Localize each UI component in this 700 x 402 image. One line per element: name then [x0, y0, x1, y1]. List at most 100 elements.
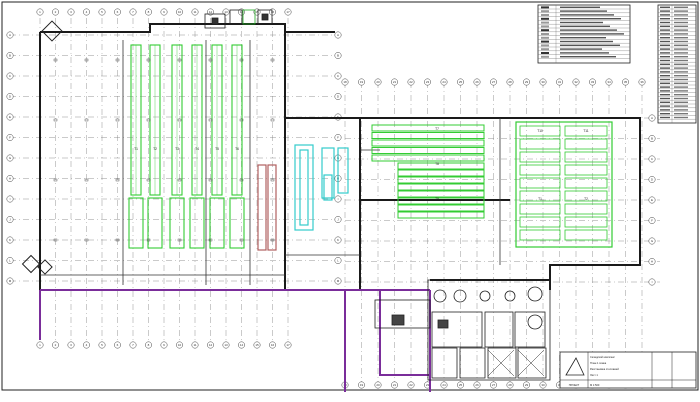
table-cell-fill	[560, 48, 602, 50]
table-cell-fill	[674, 33, 688, 35]
table-cell-fill	[660, 44, 670, 46]
grid-bubble-label: 27	[492, 383, 496, 387]
table-cell-fill	[660, 40, 670, 43]
table-cell-fill	[660, 90, 670, 92]
grid-bubble	[358, 78, 365, 86]
grid-bubble	[253, 8, 261, 16]
grid-bubble	[334, 216, 342, 223]
table-cell-fill	[560, 14, 614, 16]
grid-bubble	[334, 195, 342, 203]
rack-row	[397, 204, 485, 212]
office-block	[374, 279, 551, 381]
table-cell-fill	[674, 113, 688, 115]
grid-bubble-label: M	[9, 279, 12, 283]
rack-row	[371, 132, 485, 139]
grid-bubble	[145, 341, 152, 349]
column-marker	[84, 118, 89, 122]
brown-racks	[257, 164, 277, 251]
table-cell-fill	[674, 101, 688, 103]
column-marker	[53, 178, 58, 182]
grid-bubble-label: 24	[442, 80, 446, 84]
grid-bubble-label: 3	[70, 10, 72, 14]
grid-bubble-label: 15	[255, 10, 259, 14]
table-cell-fill	[674, 18, 688, 20]
sheet-frame	[1, 1, 699, 391]
rack-cell	[519, 190, 561, 202]
grid-bubble-label: 20	[376, 80, 380, 84]
grid-bubble	[622, 78, 629, 86]
utility-line	[39, 289, 431, 392]
column-marker	[270, 178, 275, 182]
grid-bubble-label: 1	[39, 10, 41, 14]
grid-bubble-label: 11	[193, 343, 196, 347]
table-cell-fill	[660, 33, 670, 35]
grid-bubble-label: C	[651, 157, 654, 161]
table-cell-fill	[660, 116, 670, 119]
grid-bubble-label: 12	[209, 10, 213, 14]
grid-bubble-label: 29	[525, 80, 529, 84]
grid-bubble-label: C	[337, 74, 340, 78]
grid-bubble-label: K	[337, 238, 339, 242]
grid-bubble-label: 18	[343, 80, 347, 84]
grid-bubble-label: I	[10, 197, 11, 201]
grid-bubble-label: 4	[86, 10, 88, 14]
table-cell-fill	[660, 105, 670, 107]
rack-row	[397, 197, 485, 205]
column-marker	[53, 118, 58, 122]
grid-bubble	[358, 381, 365, 389]
column-marker	[208, 58, 213, 62]
table-cell-fill	[660, 67, 670, 69]
rack-row	[371, 147, 485, 154]
table-cell-fill	[674, 78, 688, 81]
column-marker	[208, 238, 213, 242]
rack-cell	[519, 177, 561, 189]
grid-bubble	[114, 8, 121, 16]
grid-bubble-label: 5	[101, 10, 103, 14]
column-marker	[53, 238, 58, 242]
table-cell-fill	[660, 6, 670, 8]
table-cell-fill	[541, 17, 549, 20]
column-marker	[177, 118, 182, 122]
grid-bubble	[638, 78, 646, 86]
grid-bubble-label: 17	[286, 10, 290, 14]
grid-bubble-label: E	[9, 115, 11, 119]
rack-label: T5	[215, 147, 219, 151]
grid-bubble-label: 15	[255, 343, 259, 347]
grid-bubble	[129, 341, 137, 349]
title-company: ПРОЕКТ	[569, 383, 580, 387]
grid-bubble-label: K	[9, 238, 11, 242]
grid-bubble	[334, 31, 342, 39]
grid-bubble	[648, 135, 656, 142]
grid-bubble-label: 9	[163, 10, 165, 14]
rack-bay	[147, 197, 163, 249]
grid-bubble	[83, 341, 90, 349]
table-cell-fill	[674, 10, 688, 12]
rack-label: T10	[537, 129, 543, 133]
title-line-1: Складской комплекс	[590, 355, 615, 359]
table-cell-fill	[660, 78, 670, 81]
grid-bubble	[176, 341, 183, 349]
grid-bubble	[440, 381, 448, 389]
grid-bubble	[334, 257, 342, 264]
grid-bubble-label: E	[651, 198, 653, 202]
column-marker	[239, 178, 244, 182]
grid-bubble	[391, 381, 398, 389]
grid-bubble-label: C	[9, 74, 12, 78]
column-marker	[270, 58, 275, 62]
grid-bubble	[6, 72, 14, 80]
rack-row	[397, 162, 485, 170]
table-cell-fill	[660, 113, 670, 115]
grid-bubble	[490, 381, 497, 389]
grid-bubble	[589, 78, 596, 86]
grid-bubble	[98, 341, 106, 349]
grid-bubble	[6, 175, 14, 182]
table-cell-fill	[541, 40, 549, 43]
grid-bubble-label: 10	[178, 343, 182, 347]
table-cell-fill	[674, 82, 688, 84]
grid-bubble-label: F	[651, 219, 653, 223]
table-cell-fill	[541, 10, 549, 13]
grid-bubble	[506, 78, 514, 86]
table-cell-fill	[674, 86, 688, 88]
column-marker	[115, 178, 120, 182]
